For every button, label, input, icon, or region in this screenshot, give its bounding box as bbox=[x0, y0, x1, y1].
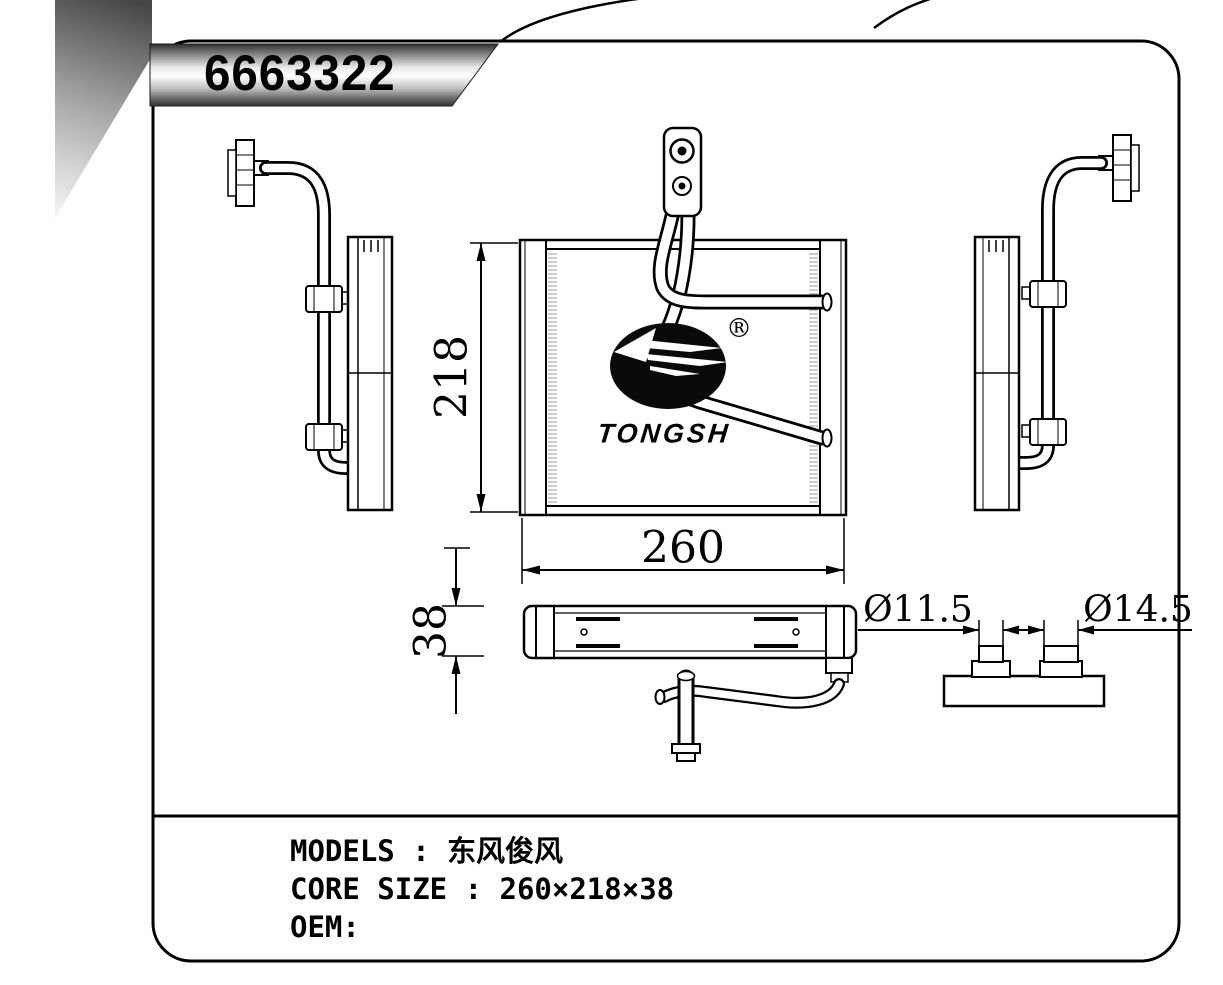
stub-small-top bbox=[978, 645, 1004, 663]
left-side-view bbox=[227, 139, 394, 512]
fitting-view bbox=[942, 645, 1106, 708]
top-swoosh-decoration bbox=[499, 0, 931, 43]
bottom-body bbox=[522, 604, 858, 660]
dimension-width-label: 260 bbox=[641, 522, 725, 574]
dimension-depth-label: 38 bbox=[405, 603, 457, 659]
left-coupler-upper bbox=[305, 285, 343, 313]
spec-oem: OEM: bbox=[290, 910, 360, 944]
spec-models: MODELS : 东风俊风 bbox=[290, 834, 564, 868]
left-coupler-lower bbox=[305, 423, 343, 451]
stub-small-base bbox=[971, 660, 1011, 678]
right-pipe bbox=[1009, 156, 1108, 470]
part-number-banner bbox=[149, 43, 499, 107]
corner-decoration bbox=[55, 0, 152, 218]
registered-trademark-icon: ® bbox=[726, 314, 752, 344]
logo-arrow-icon bbox=[614, 328, 656, 362]
right-coupler-upper bbox=[1029, 280, 1067, 308]
pipe-end-cap-lower bbox=[821, 428, 833, 448]
dimension-diameters bbox=[858, 620, 1192, 652]
right-side-view bbox=[973, 134, 1140, 512]
dimension-height-label: 218 bbox=[426, 335, 478, 419]
bottom-pipe bbox=[654, 657, 853, 762]
part-number: 6663322 bbox=[204, 45, 396, 101]
right-coupler-lower bbox=[1029, 418, 1067, 446]
diameter-large-label: Ø14.5 bbox=[1083, 589, 1193, 631]
spec-block: MODELS : 东风俊风 CORE SIZE : 260×218×38 OEM… bbox=[290, 832, 674, 946]
core-fins-right bbox=[809, 251, 818, 504]
logo-wordmark: TONGSH bbox=[595, 418, 733, 449]
core-fins-left bbox=[548, 251, 557, 504]
fitting-plate bbox=[942, 674, 1106, 708]
stub-large-base bbox=[1039, 660, 1083, 678]
brand-logo bbox=[610, 323, 728, 409]
stub-large-top bbox=[1043, 645, 1079, 663]
diameter-small-label: Ø11.5 bbox=[863, 589, 973, 631]
bottom-view bbox=[522, 604, 858, 762]
front-view bbox=[518, 126, 848, 517]
left-pipe bbox=[259, 161, 359, 475]
pipe-end-cap-upper bbox=[821, 292, 833, 312]
top-fitting bbox=[662, 126, 703, 218]
dimension-height bbox=[470, 242, 518, 513]
dimension-width bbox=[521, 518, 845, 584]
spec-core-size: CORE SIZE : 260×218×38 bbox=[290, 872, 675, 906]
dimension-depth bbox=[442, 547, 484, 714]
